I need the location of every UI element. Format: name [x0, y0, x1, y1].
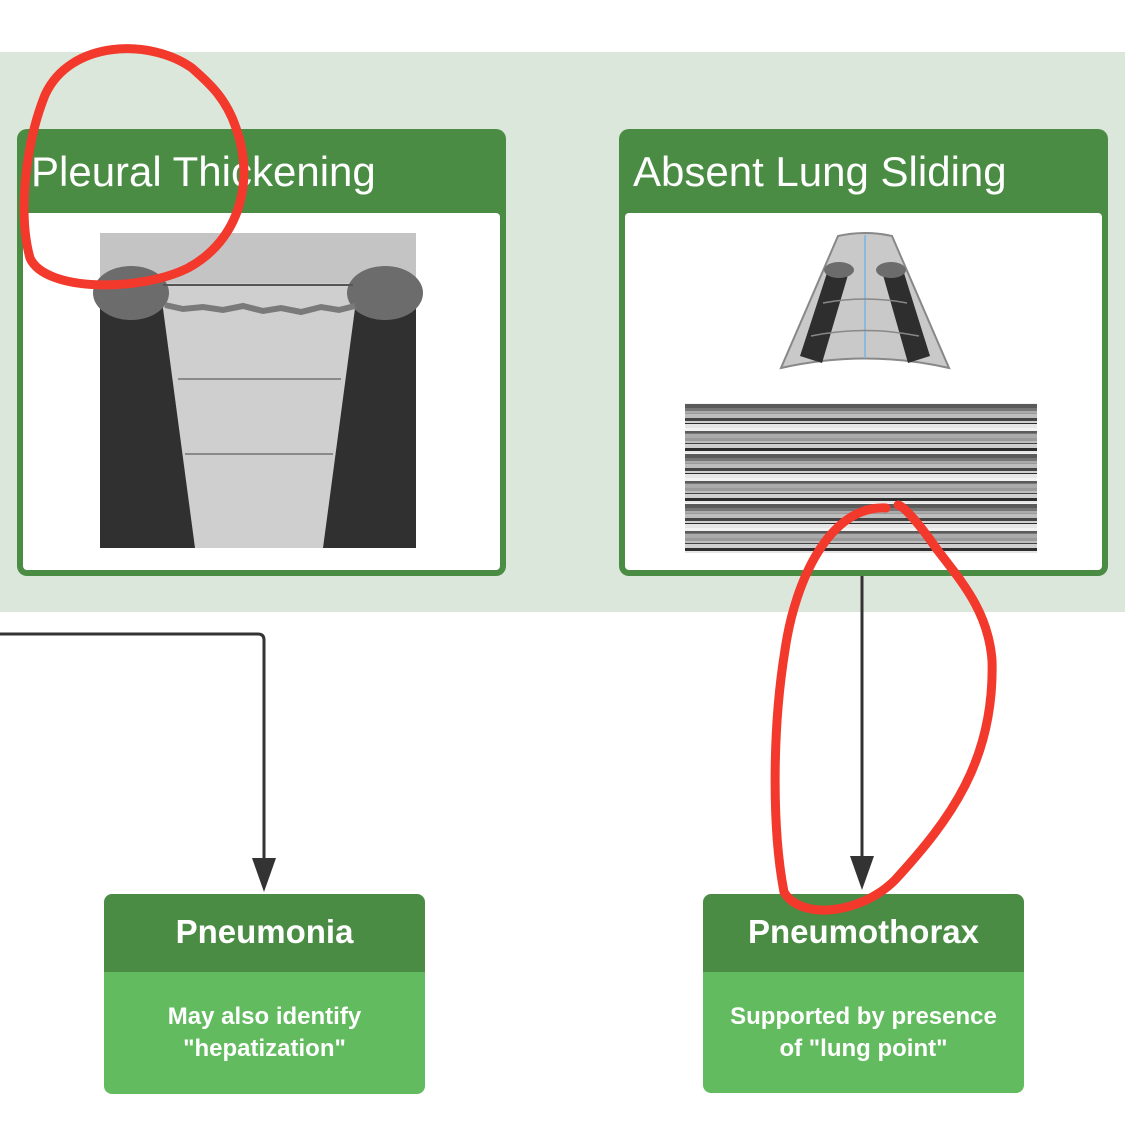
barcode-stripe	[685, 531, 1037, 533]
result-box-pneumonia: Pneumonia May also identify "hepatizatio…	[104, 894, 425, 1094]
barcode-stripe	[685, 504, 1037, 508]
result-title: Pneumothorax	[703, 894, 1024, 972]
barcode-stripe	[685, 421, 1037, 423]
barcode-stripe	[685, 544, 1037, 548]
barcode-stripe	[685, 438, 1037, 441]
barcode-stripe	[685, 534, 1037, 538]
result-box-pneumothorax: Pneumothorax Supported by presence of "l…	[703, 894, 1024, 1093]
barcode-stripe	[685, 451, 1037, 453]
barcode-stripe	[685, 481, 1037, 483]
barcode-stripe	[685, 471, 1037, 473]
barcode-stripe	[685, 411, 1037, 413]
pleural-thickening-ultrasound-illustration	[93, 233, 423, 548]
finding-card-absent-lung-sliding: Absent Lung Sliding	[619, 129, 1108, 576]
barcode-stripe	[685, 414, 1037, 418]
annotation-circle-pleural-thickening	[19, 44, 249, 290]
barcode-stripe	[685, 428, 1037, 431]
barcode-stripe	[685, 464, 1037, 468]
barcode-stripe	[685, 493, 1037, 494]
barcode-stripe	[685, 521, 1037, 523]
finding-title: Pleural Thickening	[31, 148, 376, 195]
barcode-stripe	[685, 503, 1037, 504]
barcode-stripe	[685, 448, 1037, 451]
result-note: Supported by presence of "lung point"	[703, 972, 1024, 1093]
barcode-stripe	[685, 463, 1037, 464]
barcode-stripe	[685, 533, 1037, 534]
barcode-stripe	[685, 408, 1037, 411]
connector-to-pneumonia	[0, 632, 266, 862]
result-note: May also identify "hepatization"	[104, 972, 425, 1094]
barcode-stripe	[685, 538, 1037, 541]
barcode-stripe	[685, 488, 1037, 491]
barcode-stripe	[685, 418, 1037, 421]
barcode-stripe	[685, 473, 1037, 474]
barcode-stripe	[685, 551, 1037, 553]
barcode-stripe	[685, 441, 1037, 443]
finding-card-pleural-thickening: Pleural Thickening	[17, 129, 506, 576]
finding-title: Absent Lung Sliding	[633, 148, 1007, 195]
barcode-stripe	[685, 474, 1037, 478]
barcode-stripe	[685, 413, 1037, 414]
barcode-stripe	[685, 543, 1037, 544]
barcode-stripe	[685, 491, 1037, 493]
barcode-stripe	[685, 423, 1037, 424]
barcode-stripe	[685, 523, 1037, 524]
barcode-stripe	[685, 433, 1037, 434]
arrowhead-pneumonia	[252, 858, 276, 892]
barcode-stripe	[685, 403, 1037, 404]
arrowhead-pneumothorax	[850, 856, 874, 890]
annotation-loop-pneumothorax-connector	[770, 500, 997, 915]
barcode-stripe	[685, 444, 1037, 448]
finding-body	[23, 213, 500, 570]
barcode-stripe	[685, 454, 1037, 458]
barcode-stripe	[685, 541, 1037, 543]
barcode-stripe	[685, 484, 1037, 488]
barcode-stripe	[685, 468, 1037, 471]
barcode-stripe	[685, 501, 1037, 503]
barcode-stripe	[685, 461, 1037, 463]
barcode-stripe	[685, 431, 1037, 433]
barcode-stripe	[685, 548, 1037, 551]
barcode-stripe	[685, 498, 1037, 501]
barcode-stripe	[685, 458, 1037, 461]
finding-body	[625, 213, 1102, 570]
barcode-stripe	[685, 443, 1037, 444]
barcode-stripe	[685, 434, 1037, 438]
barcode-stripe	[685, 528, 1037, 531]
barcode-stripe	[685, 518, 1037, 521]
barcode-stripe	[685, 424, 1037, 428]
barcode-stripe	[685, 453, 1037, 454]
barcode-stripe	[685, 494, 1037, 498]
barcode-stripe	[685, 483, 1037, 484]
barcode-stripe	[685, 404, 1037, 408]
barcode-stripe	[685, 478, 1037, 481]
result-title: Pneumonia	[104, 894, 425, 972]
barcode-stripe	[685, 524, 1037, 528]
